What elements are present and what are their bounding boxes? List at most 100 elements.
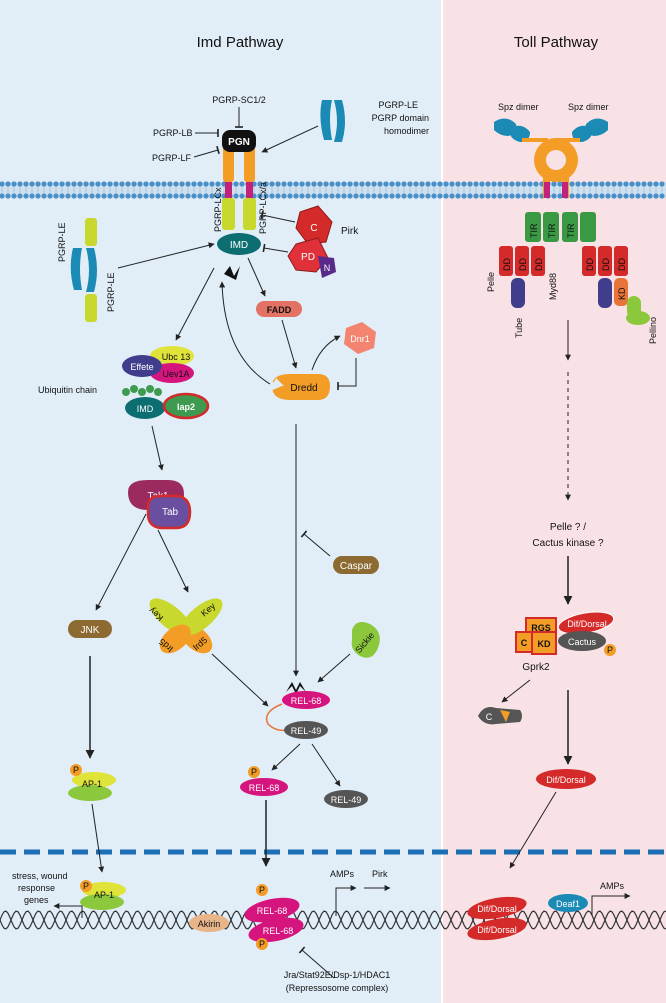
membrane-bead [167,181,173,187]
membrane-bead [353,181,359,187]
membrane-bead [11,193,17,199]
membrane-bead [299,181,305,187]
membrane-bead [89,193,95,199]
svg-text:REL-68: REL-68 [291,696,322,706]
membrane-bead [401,193,407,199]
membrane-bead [641,181,647,187]
membrane-bead [155,181,161,187]
membrane-bead [617,181,623,187]
membrane-bead [437,181,443,187]
membrane-bead [203,193,209,199]
pgrp-lcxa-label: PGRP-LCx/a [258,182,268,234]
toll-title: Toll Pathway [514,34,599,51]
svg-text:DD: DD [518,258,528,271]
pgrp-sc-label: PGRP-SC1/2 [212,95,266,105]
membrane-bead [287,193,293,199]
membrane-bead [389,193,395,199]
svg-text:REL-68: REL-68 [257,906,288,916]
membrane-bead [167,193,173,199]
svg-text:DD: DD [601,258,611,271]
membrane-bead [599,181,605,187]
svg-text:TIR: TIR [529,223,539,238]
svg-text:FADD: FADD [267,305,292,315]
membrane-bead [371,181,377,187]
imd-cleavage-mark [224,266,240,280]
membrane-bead [659,181,665,187]
membrane-bead [383,181,389,187]
caspar: Caspar [333,556,379,574]
deaf1: Deaf1 [548,894,588,912]
svg-text:N: N [324,263,331,273]
membrane-bead [305,193,311,199]
membrane-bead [341,181,347,187]
membrane-bead [593,193,599,199]
membrane-bead [125,193,131,199]
svg-text:Ubc 13: Ubc 13 [162,352,191,362]
membrane-bead [527,193,533,199]
svg-text:REL-68: REL-68 [249,783,280,793]
svg-text:KD: KD [538,639,551,649]
membrane-bead [191,181,197,187]
membrane-bead [503,193,509,199]
membrane-bead [353,193,359,199]
svg-text:Effete: Effete [130,362,153,372]
membrane-bead [461,193,467,199]
membrane-bead [455,181,461,187]
stress-label-1: stress, wound [12,871,68,881]
svg-text:AP-1: AP-1 [82,779,102,789]
membrane-bead [479,193,485,199]
svg-text:KD: KD [617,287,627,300]
svg-text:PGN: PGN [228,137,250,148]
pgrp-lf-label: PGRP-LF [152,153,192,163]
membrane-bead [59,181,65,187]
membrane-bead [473,193,479,199]
repressosome-label-2: (Repressosome complex) [286,983,389,993]
membrane-bead [107,181,113,187]
ubiquitin-chain-label: Ubiquitin chain [38,385,97,395]
membrane-bead [407,193,413,199]
membrane-bead [281,193,287,199]
membrane-bead [83,181,89,187]
membrane-bead [527,181,533,187]
membrane-bead [365,181,371,187]
membrane-bead [23,181,29,187]
membrane-bead [161,193,167,199]
imd-title: Imd Pathway [197,34,284,51]
membrane-bead [323,181,329,187]
svg-text:REL-49: REL-49 [291,726,322,736]
membrane-bead [275,181,281,187]
membrane-bead [605,181,611,187]
membrane-bead [599,193,605,199]
pgrp-le-top-label-1: PGRP-LE [378,100,418,110]
membrane-bead [77,181,83,187]
membrane-bead [575,193,581,199]
membrane-bead [299,193,305,199]
stress-label-2: response [18,883,55,893]
membrane-bead [395,193,401,199]
pgn: PGN [222,130,256,152]
membrane-bead [263,193,269,199]
membrane-bead [233,193,239,199]
membrane-bead [257,193,263,199]
membrane-bead [137,181,143,187]
membrane-bead [515,181,521,187]
membrane-bead [65,181,71,187]
membrane-bead [611,181,617,187]
membrane-bead [419,181,425,187]
membrane-bead [113,181,119,187]
svg-text:Uev1A: Uev1A [162,369,189,379]
membrane-bead [83,193,89,199]
svg-text:P: P [259,885,265,895]
pelle-q-label: Pelle ? / [550,522,586,533]
membrane-bead [41,181,47,187]
membrane-bead [569,181,575,187]
membrane-bead [521,193,527,199]
stress-label-3: genes [24,895,49,905]
amps-toll-label: AMPs [600,881,625,891]
membrane-bead [587,193,593,199]
membrane-bead [179,181,185,187]
membrane-bead [413,181,419,187]
membrane-bead [197,181,203,187]
svg-text:REL-68: REL-68 [263,926,294,936]
